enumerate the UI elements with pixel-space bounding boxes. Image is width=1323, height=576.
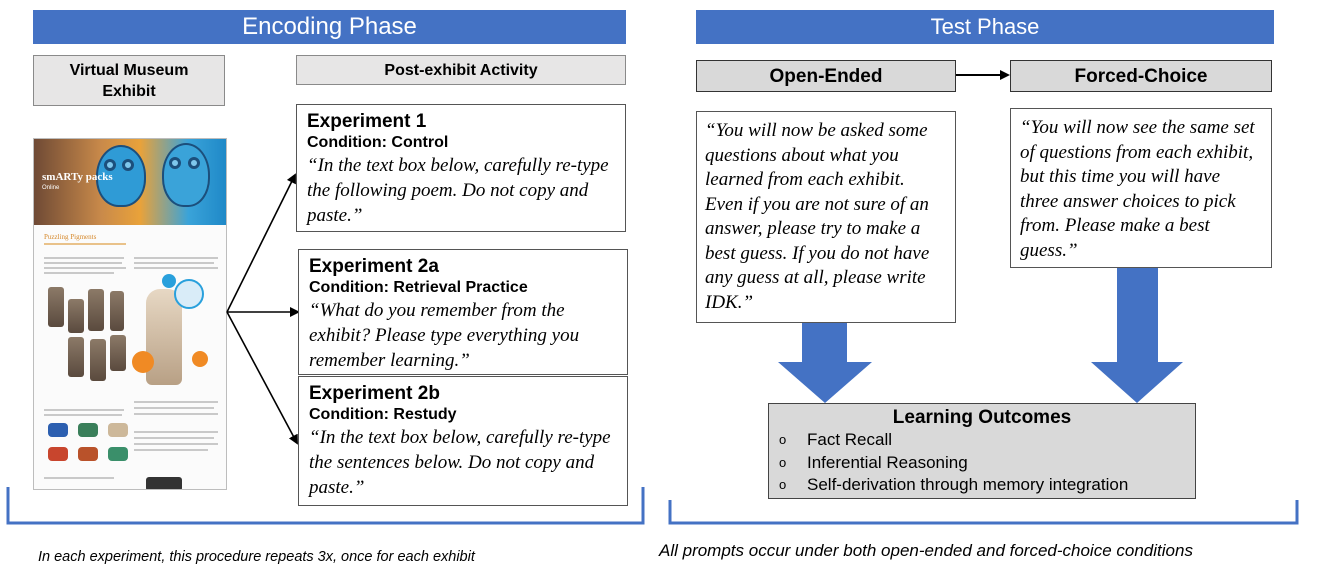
experiment-1-prompt: “In the text box below, carefully re-typ… — [307, 155, 609, 226]
experiment-1-title: Experiment 1 — [307, 111, 427, 132]
forced-choice-down-arrow — [1091, 268, 1183, 403]
thumbnail-section-title: Puzzling Pigments — [44, 233, 97, 241]
experiment-2a-prompt: “What do you remember from the exhibit? … — [309, 300, 580, 371]
bullet-icon: o — [779, 432, 787, 447]
experiment-1-condition: Condition: Control — [307, 134, 449, 151]
test-phase-title: Test Phase — [930, 14, 1040, 39]
experiment-1-card: Experiment 1 Condition: Control “In the … — [296, 104, 626, 232]
open-ended-down-arrow — [778, 323, 872, 403]
encoding-phase-banner: Encoding Phase — [33, 10, 626, 44]
arrow-to-experiment-1 — [226, 173, 296, 313]
forced-choice-label: Forced-Choice — [1010, 60, 1272, 92]
owl-illustration-2 — [162, 143, 210, 207]
experiment-2a-card: Experiment 2a Condition: Retrieval Pract… — [298, 249, 628, 375]
experiment-2b-card: Experiment 2b Condition: Restudy “In the… — [298, 376, 628, 506]
bullet-icon: o — [779, 477, 787, 492]
test-footer-note: All prompts occur under both open-ended … — [659, 541, 1193, 560]
virtual-museum-exhibit-label: Virtual Museum Exhibit — [33, 55, 225, 106]
learning-outcomes-box: Learning Outcomes o Fact Recall o Infere… — [768, 403, 1196, 499]
bullet-icon: o — [779, 454, 787, 470]
statue-figure — [146, 289, 182, 385]
experiment-2a-condition: Condition: Retrieval Practice — [309, 279, 528, 296]
outcome-self-derivation: o Self-derivation through memory integra… — [779, 474, 1185, 497]
experiment-2b-title: Experiment 2b — [309, 383, 440, 404]
arrow-to-experiment-2b — [226, 311, 298, 445]
experiment-2b-prompt: “In the text box below, carefully re-typ… — [309, 427, 611, 498]
post-exhibit-activity-label: Post-exhibit Activity — [296, 55, 626, 85]
encoding-bracket — [6, 487, 645, 525]
owl-illustration — [96, 145, 146, 207]
forced-choice-prompt-box: “You will now see the same set of questi… — [1010, 108, 1272, 268]
outcome-fact-recall: o Fact Recall — [779, 429, 1185, 452]
open-ended-prompt-box: “You will now be asked some questions ab… — [696, 111, 956, 323]
open-ended-prompt: “You will now be asked some questions ab… — [705, 120, 930, 313]
open-ended-label: Open-Ended — [696, 60, 956, 92]
thumbnail-title: smARTy packs — [42, 171, 113, 183]
test-phase-banner: Test Phase — [696, 10, 1274, 44]
forced-choice-prompt: “You will now see the same set of questi… — [1020, 117, 1255, 261]
learning-outcomes-title: Learning Outcomes — [892, 407, 1072, 428]
experiment-2a-title: Experiment 2a — [309, 256, 439, 277]
thumbnail-subtitle: Online — [42, 185, 60, 191]
museum-exhibit-thumbnail: smARTy packs Online Puzzling Pigments — [33, 138, 227, 490]
encoding-footer-note: In each experiment, this procedure repea… — [38, 549, 475, 565]
test-bracket — [668, 500, 1299, 525]
experiment-2b-condition: Condition: Restudy — [309, 406, 457, 423]
encoding-phase-title: Encoding Phase — [242, 13, 417, 40]
outcome-inferential-reasoning: o Inferential Reasoning — [779, 452, 1185, 475]
